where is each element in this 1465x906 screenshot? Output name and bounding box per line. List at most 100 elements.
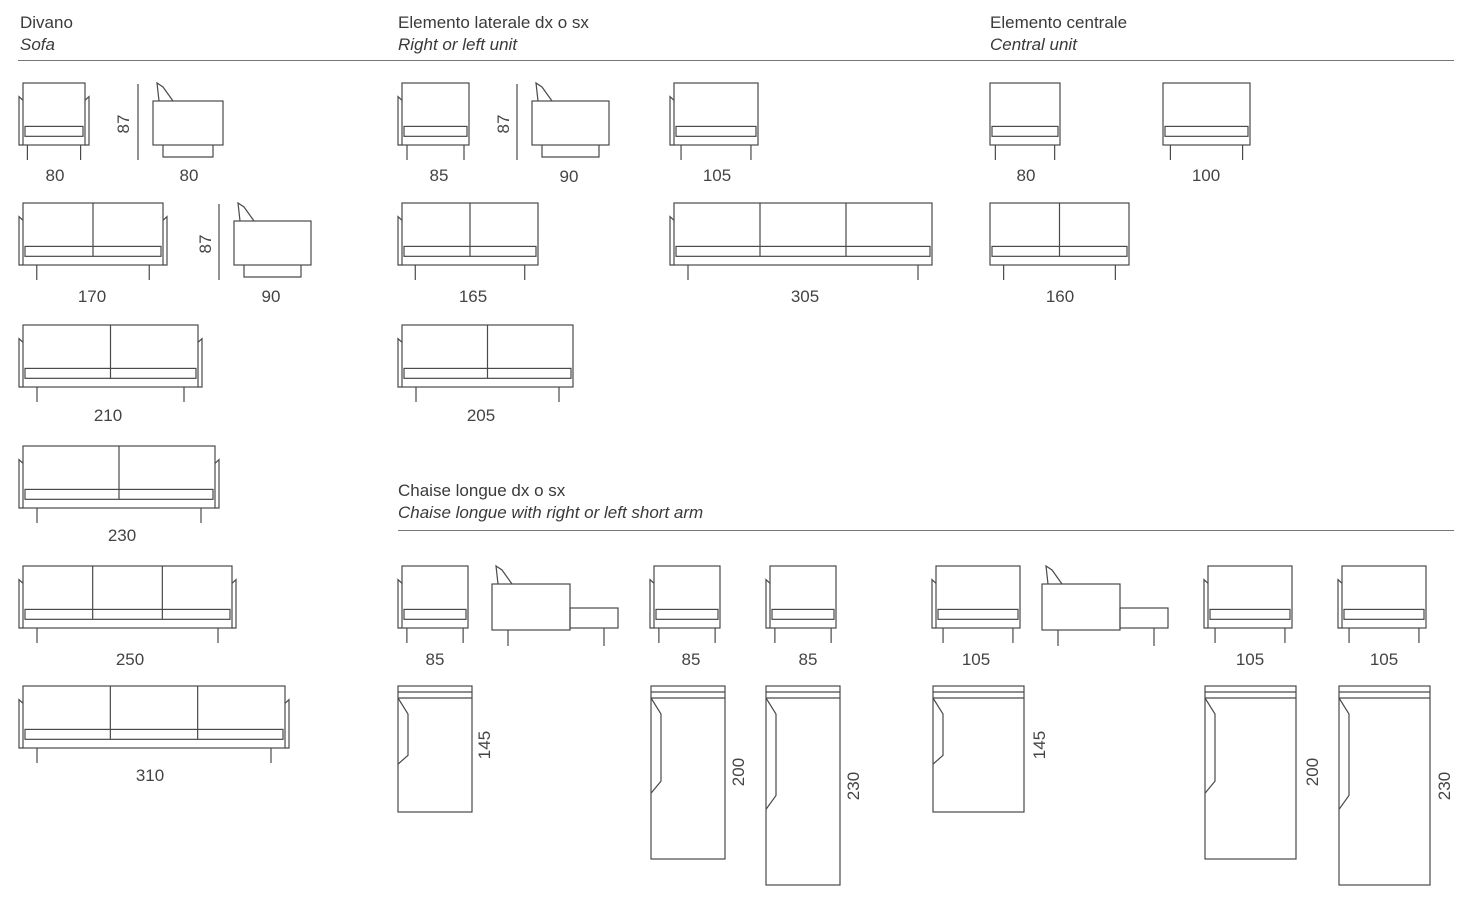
dim-label: 85 <box>798 650 818 669</box>
sofa-front-body <box>935 565 1021 629</box>
side-unit-subtitle: Right or left unit <box>398 35 518 54</box>
dim-label: 90 <box>559 167 579 186</box>
central-unit-header: Elemento centrale Central unit <box>990 12 1127 56</box>
length-label: 200 <box>729 757 748 787</box>
chaise-plan-arm <box>397 697 409 765</box>
armrest-left <box>649 578 655 629</box>
armrest-left <box>1337 578 1343 629</box>
chaise-title: Chaise longue dx o sx <box>398 481 566 500</box>
armrest-left <box>18 95 24 146</box>
sofa-side-back <box>535 81 553 102</box>
chaise-plan-outline <box>1204 685 1297 860</box>
dim-label: 100 <box>1191 166 1221 185</box>
dim-label: 90 <box>261 287 281 306</box>
armrest-right <box>162 215 168 266</box>
sofa-side-frame <box>162 145 214 158</box>
dim-label: 105 <box>961 650 991 669</box>
chaise-plan-outline <box>765 685 841 886</box>
sofa-front-seat <box>403 608 467 620</box>
central-unit-title: Elemento centrale <box>990 13 1128 32</box>
sofa-front-seat <box>675 125 757 137</box>
length-label: 230 <box>1435 771 1454 801</box>
sofa-subtitle: Sofa <box>20 35 55 54</box>
sofa-front-body <box>769 565 837 629</box>
dim-label: 85 <box>425 650 445 669</box>
sofa-header: Divano Sofa <box>20 12 73 56</box>
armrest-left <box>669 95 675 146</box>
chaise-subtitle: Chaise longue with right or left short a… <box>398 503 704 522</box>
sofa-front-body <box>653 565 721 629</box>
sofa-front-seat <box>1164 125 1249 137</box>
chaise-header: Chaise longue dx o sx Chaise longue with… <box>398 480 703 524</box>
dim-label: 250 <box>115 650 145 669</box>
sofa-front-seat <box>403 125 468 137</box>
dim-label: 80 <box>1016 166 1036 185</box>
chaise-plan-arm <box>932 697 944 765</box>
chaise-plan-arm <box>1204 697 1216 794</box>
chaise-plan-outline <box>650 685 726 860</box>
height-label: 87 <box>114 114 133 134</box>
dim-label: 310 <box>135 766 165 785</box>
dim-label: 210 <box>93 406 123 425</box>
armrest-right <box>231 578 237 629</box>
dim-label: 85 <box>681 650 701 669</box>
armrest-left <box>18 698 24 749</box>
chaise-side-top <box>1045 564 1063 585</box>
dim-label: 170 <box>77 287 107 306</box>
dim-label: 105 <box>1369 650 1399 669</box>
sofa-front-seat <box>991 125 1059 137</box>
sofa-front-body <box>989 82 1061 146</box>
sofa-front-seat <box>655 608 719 620</box>
central-unit-subtitle: Central unit <box>990 35 1077 54</box>
side-unit-header: Elemento laterale dx o sx Right or left … <box>398 12 589 56</box>
chaise-divider <box>398 530 1454 531</box>
sofa-front-body <box>22 685 286 749</box>
sofa-front-body <box>1207 565 1293 629</box>
sofa-front-seat <box>1343 608 1425 620</box>
chaise-side-back <box>491 583 571 631</box>
sofa-side-back <box>156 81 174 102</box>
sofa-front-body <box>22 82 86 146</box>
chaise-side-top <box>495 564 513 585</box>
chaise-side-back <box>1041 583 1121 631</box>
armrest-left <box>397 95 403 146</box>
sofa-side-body <box>233 220 312 266</box>
sofa-front-seat <box>24 125 84 137</box>
dim-label: 165 <box>458 287 488 306</box>
armrest-left <box>397 578 403 629</box>
armrest-left <box>18 458 24 509</box>
armrest-left <box>18 578 24 629</box>
sofa-side-body <box>531 100 610 146</box>
sofa-front-body <box>673 202 933 266</box>
length-label: 145 <box>475 730 494 760</box>
chaise-plan-arm <box>1338 697 1350 810</box>
chaise-plan-outline <box>1338 685 1431 886</box>
armrest-left <box>765 578 771 629</box>
shapes-group <box>18 81 1431 886</box>
chaise-plan-outline <box>397 685 473 813</box>
side-unit-title: Elemento laterale dx o sx <box>398 13 589 32</box>
sofa-side-frame <box>243 265 302 278</box>
armrest-left <box>1203 578 1209 629</box>
dim-label: 80 <box>45 166 65 185</box>
armrest-right <box>214 458 220 509</box>
dim-label: 205 <box>466 406 496 425</box>
sofa-front-body <box>401 565 469 629</box>
length-label: 230 <box>844 771 863 801</box>
sofa-front-body <box>1162 82 1251 146</box>
armrest-left <box>397 337 403 388</box>
height-label: 87 <box>196 234 215 254</box>
height-label: 87 <box>494 114 513 134</box>
armrest-right <box>284 698 290 749</box>
sofa-side-back <box>237 201 255 222</box>
armrest-right <box>197 337 203 388</box>
sofa-front-seat <box>675 245 931 257</box>
length-label: 145 <box>1030 730 1049 760</box>
chaise-plan-outline <box>932 685 1025 813</box>
sofa-front-body <box>1341 565 1427 629</box>
armrest-left <box>18 337 24 388</box>
top-divider <box>18 60 1454 61</box>
sofa-title: Divano <box>20 13 73 32</box>
chaise-side-seat <box>1119 607 1169 629</box>
